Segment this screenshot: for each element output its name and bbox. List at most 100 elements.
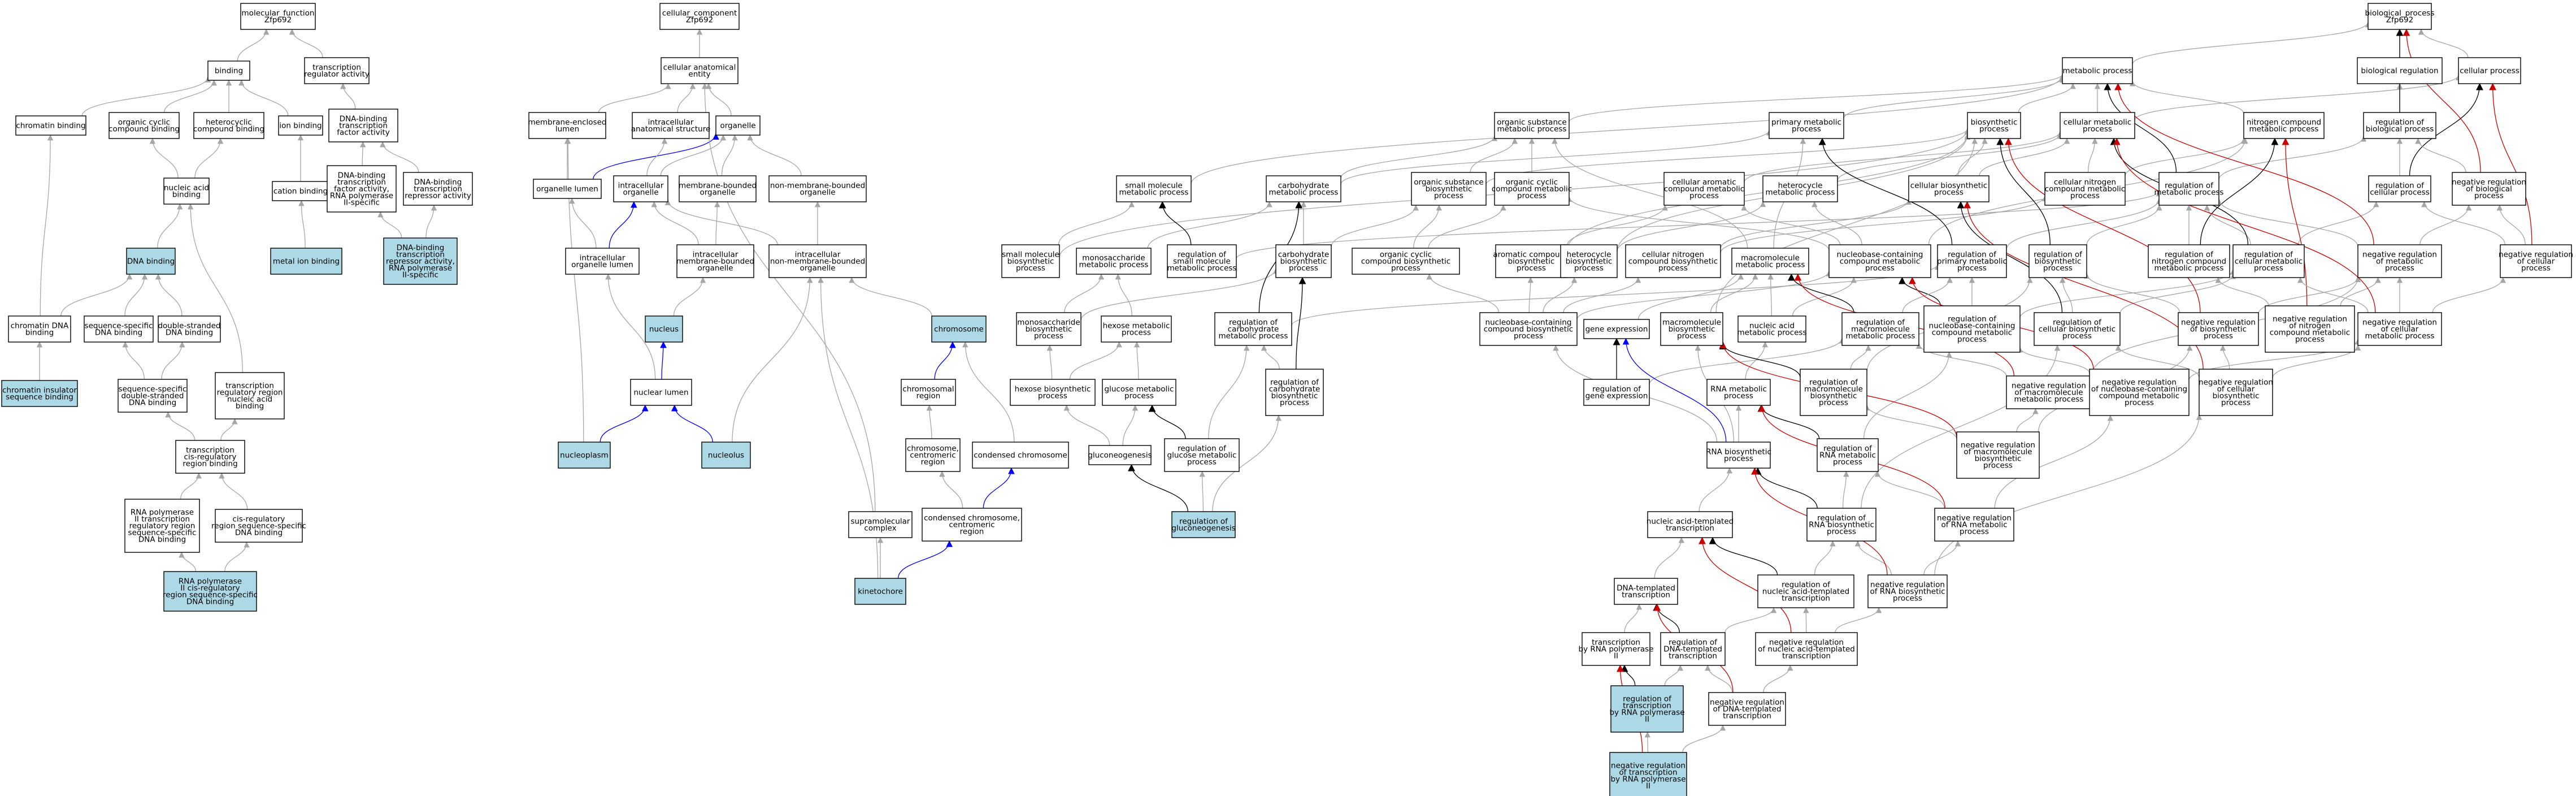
term-node-nucleolus[interactable]: nucleolus bbox=[701, 442, 751, 469]
term-node-gex[interactable]: gene expression bbox=[1583, 319, 1650, 339]
term-node-orgl[interactable]: organelle lumen bbox=[533, 179, 602, 199]
term-node-ionb[interactable]: ion binding bbox=[278, 115, 323, 136]
term-node-breg[interactable]: biological regulation bbox=[2357, 57, 2443, 84]
term-node-binding[interactable]: binding bbox=[207, 60, 250, 81]
term-node-condchr[interactable]: condensed chromosome bbox=[972, 442, 1069, 469]
term-node-mp[interactable]: metabolic process bbox=[2062, 57, 2133, 84]
term-node-catb[interactable]: cation binding bbox=[272, 181, 329, 201]
term-node-dnab[interactable]: DNA binding bbox=[126, 248, 176, 275]
term-node-nucl[interactable]: nuclear lumen bbox=[630, 379, 692, 406]
term-node-org[interactable]: organelle bbox=[715, 115, 761, 136]
term-node-cp[interactable]: cellular process bbox=[2458, 57, 2521, 84]
term-node-nucleus[interactable]: nucleus bbox=[645, 315, 683, 343]
term-node-chromosome[interactable]: chromosome bbox=[931, 315, 987, 343]
term-node-nucleoplasm[interactable]: nucleoplasm bbox=[558, 442, 611, 469]
term-node-metalb[interactable]: metal ion binding bbox=[270, 248, 342, 275]
